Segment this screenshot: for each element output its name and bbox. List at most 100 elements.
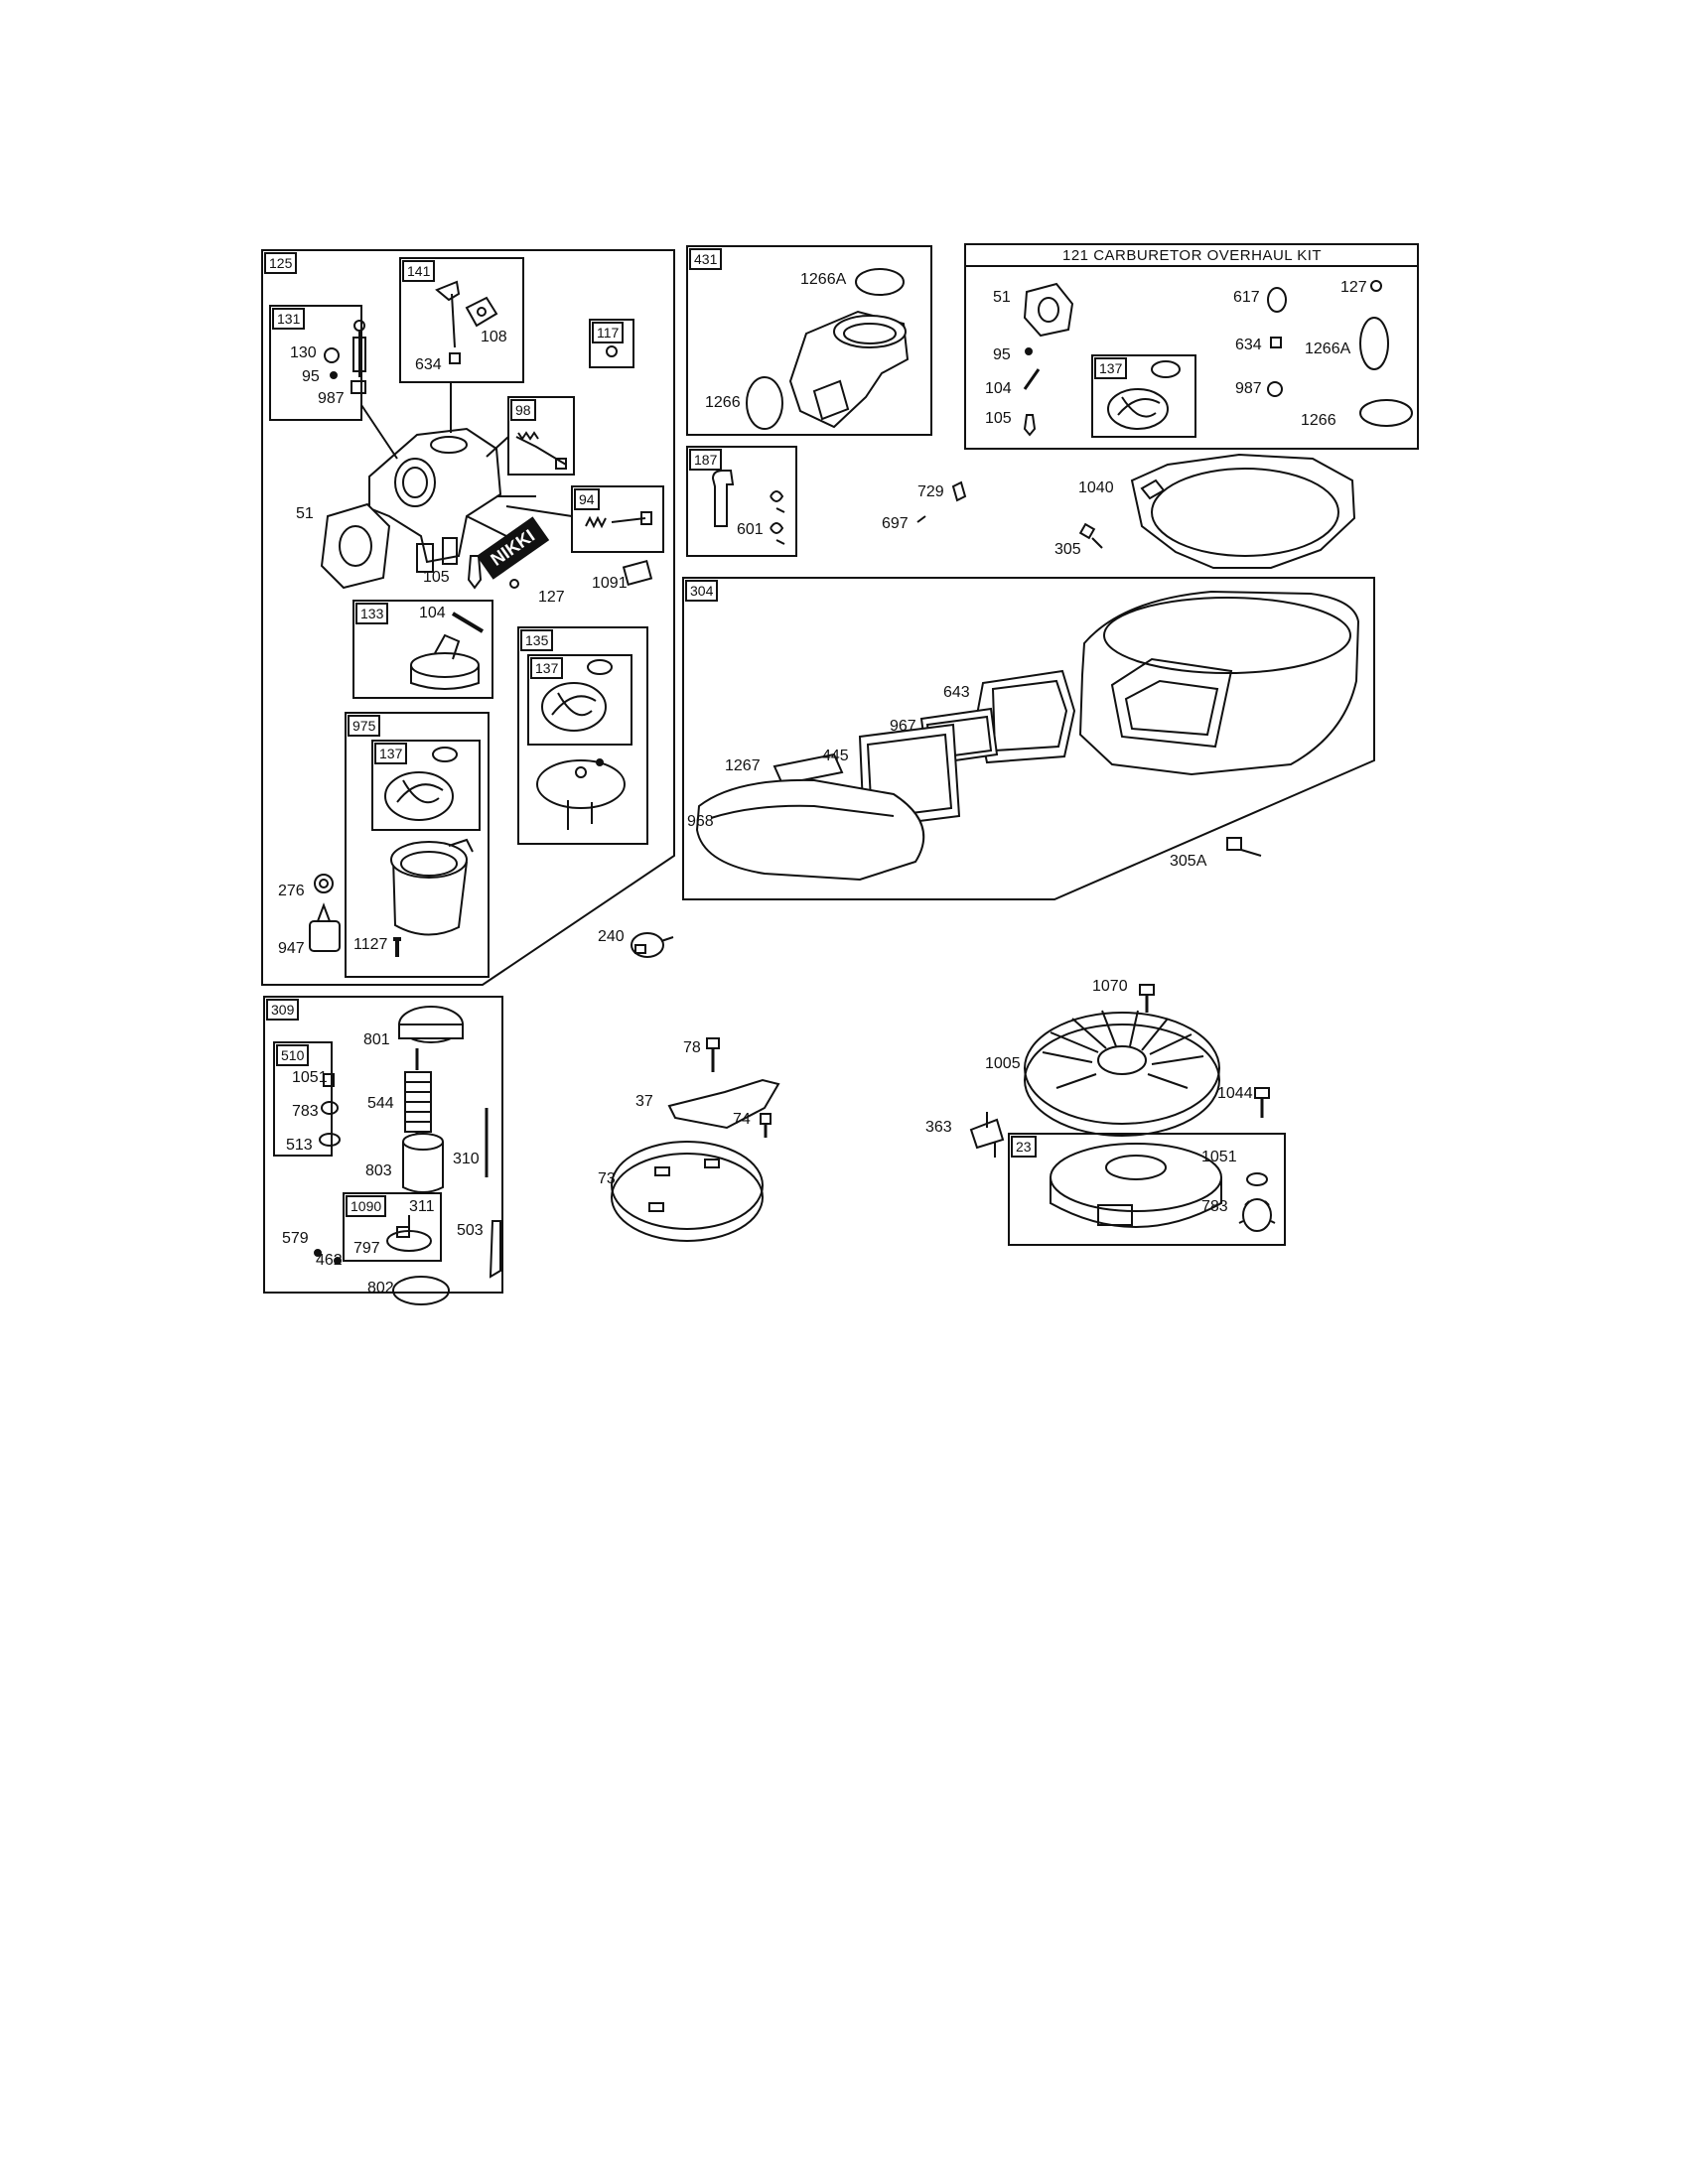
flywheel-23	[1050, 1143, 1222, 1228]
choke-shaft-assembly	[324, 320, 366, 394]
group-tag-187: 187	[689, 449, 723, 471]
starter-endcap-801	[398, 1006, 464, 1043]
clamp-601a	[770, 490, 785, 513]
label-445: 445	[822, 748, 849, 764]
label-kit-127: 127	[1340, 279, 1367, 296]
kit-1266A	[1359, 317, 1389, 370]
intake-elbow-431	[788, 310, 910, 429]
group-1090-box	[343, 1192, 442, 1262]
bolt-1070	[1139, 984, 1155, 1013]
group-tag-304: 304	[685, 580, 719, 602]
label-kit-104: 104	[985, 380, 1012, 397]
label-305: 305	[1054, 541, 1081, 558]
label-kit-105: 105	[985, 410, 1012, 427]
group-510-box	[273, 1041, 333, 1157]
label-1040: 1040	[1078, 479, 1114, 496]
gasket-51-left	[320, 502, 391, 590]
fan-1005	[1024, 1010, 1220, 1137]
part-947-solenoid	[309, 902, 341, 952]
label-240: 240	[598, 928, 625, 945]
group-117-box	[589, 319, 634, 368]
kit-title: 121 CARBURETOR OVERHAUL KIT	[1062, 247, 1323, 264]
cover-73	[611, 1141, 764, 1242]
nut-1051	[1246, 1172, 1268, 1186]
group-431-box	[686, 245, 932, 436]
label-305A: 305A	[1170, 853, 1207, 870]
gasket-137b	[384, 747, 458, 821]
kit-987	[1267, 381, 1283, 397]
kit-634	[1270, 337, 1282, 348]
label-729: 729	[917, 483, 944, 500]
label-276: 276	[278, 883, 305, 899]
label-1044: 1044	[1217, 1085, 1253, 1102]
oring-1266-431	[746, 376, 783, 430]
screw-305	[1078, 522, 1103, 549]
oring-1266A-431	[855, 268, 905, 296]
kit-95	[1025, 347, 1033, 355]
group-137a-box	[527, 654, 632, 746]
part-276-washer	[314, 874, 334, 893]
label-95-left: 95	[302, 368, 320, 385]
label-37: 37	[635, 1093, 653, 1110]
label-311: 311	[409, 1198, 435, 1215]
label-643: 643	[943, 684, 970, 701]
group-tag-135: 135	[520, 629, 554, 651]
kit-gasket-137	[1107, 360, 1181, 430]
group-309-box	[263, 996, 503, 1294]
kit-617	[1267, 287, 1287, 313]
label-1267: 1267	[725, 757, 761, 774]
label-kit-617: 617	[1233, 289, 1260, 306]
bolt-1044	[1254, 1087, 1270, 1118]
part-510-gears	[319, 1073, 341, 1147]
label-803: 803	[365, 1162, 392, 1179]
label-1051-right: 1051	[1201, 1149, 1237, 1165]
group-tag-94: 94	[574, 488, 600, 510]
label-513: 513	[286, 1137, 313, 1154]
screw-305A	[1226, 837, 1262, 857]
bracket-503	[489, 1220, 501, 1279]
label-1266-431: 1266	[705, 394, 741, 411]
label-544: 544	[367, 1095, 394, 1112]
label-802: 802	[367, 1280, 394, 1297]
mixture-screw	[585, 511, 652, 529]
group-tag-137a: 137	[530, 657, 564, 679]
label-783-left: 783	[292, 1103, 319, 1120]
shroud-1040	[1130, 453, 1356, 569]
group-tag-137c: 137	[1094, 357, 1128, 379]
float-bowl-975	[390, 838, 474, 936]
label-kit-51: 51	[993, 289, 1011, 306]
part-240-mount	[631, 932, 674, 958]
group-137c-box	[1091, 354, 1196, 438]
cover-968	[695, 778, 925, 882]
label-1005: 1005	[985, 1055, 1021, 1072]
kit-127	[1370, 280, 1382, 292]
label-1070: 1070	[1092, 978, 1128, 995]
group-135-box	[517, 626, 648, 845]
label-987-left: 987	[318, 390, 345, 407]
latch-1267	[772, 752, 844, 786]
label-503: 503	[457, 1222, 484, 1239]
part-1091-solenoid	[622, 559, 653, 587]
group-94-box	[571, 485, 664, 553]
bracket-37	[667, 1078, 780, 1130]
part-579	[314, 1249, 322, 1257]
part-462	[334, 1257, 342, 1265]
label-kit-95: 95	[993, 346, 1011, 363]
label-1051-left: 1051	[292, 1069, 328, 1086]
gear-783	[1238, 1198, 1276, 1232]
brush-plate-797	[386, 1226, 432, 1252]
part-1127-screw	[393, 937, 401, 957]
part-117-piece	[606, 345, 618, 357]
group-131-box	[269, 305, 362, 421]
group-tag-975: 975	[348, 715, 381, 737]
group-304-boundary	[682, 577, 1375, 900]
kit-105	[1023, 414, 1037, 437]
kit-121-box	[964, 243, 1419, 450]
group-tag-117: 117	[592, 322, 625, 343]
label-310: 310	[453, 1151, 480, 1167]
group-125-boundary	[261, 249, 675, 986]
group-tag-125: 125	[264, 252, 298, 274]
part-127-left	[509, 579, 519, 589]
label-73: 73	[598, 1170, 616, 1187]
label-kit-634: 634	[1235, 337, 1262, 353]
